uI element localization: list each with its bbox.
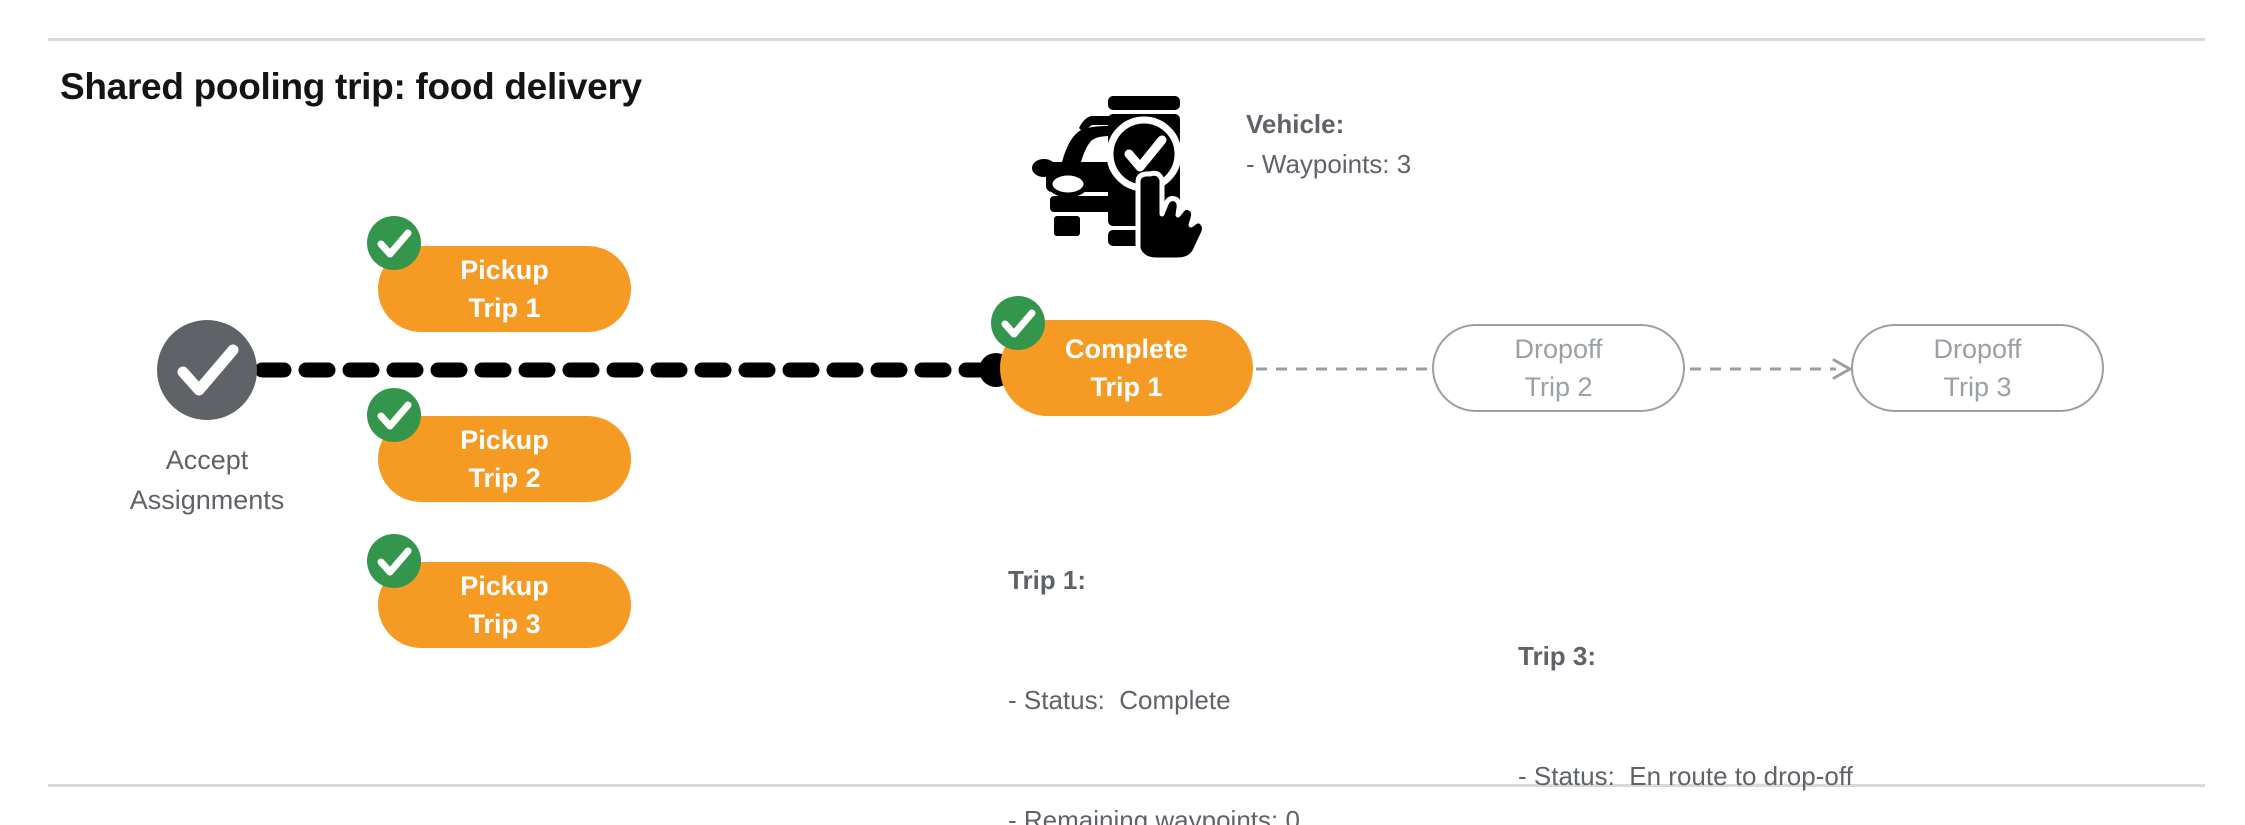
accept-assignments-node[interactable] [157,320,257,420]
trip-3-label: Trip 3: [1518,641,1597,671]
dropoff-trip-2-line1: Dropoff [1514,334,1603,364]
page-title: Shared pooling trip: food delivery [60,66,642,107]
trip-1-label: Trip 1: [1008,565,1087,595]
trip-3-status: - Status: En route to drop-off [1518,761,1853,791]
car-phone-check-icon [1032,88,1212,263]
dropoff-trip-3-line1: Dropoff [1933,334,2022,364]
dropoff-trip-2-line2: Trip 2 [1524,372,1593,402]
accept-label-line2: Assignments [129,485,285,515]
vehicle-waypoints: - Waypoints: 3 [1246,149,1412,179]
accept-assignments-label: Accept Assignments [97,440,317,520]
complete-trip-1-line1: Complete [1064,334,1189,364]
top-divider [48,38,2205,41]
node-dropoff-trip-2[interactable]: Dropoff Trip 2 [1432,324,1685,412]
pickup-trip-1-line2: Trip 1 [468,293,541,323]
pickup-trip-3-line1: Pickup [460,571,549,601]
check-circle-icon [177,344,239,396]
check-badge-icon-pickup-2 [367,388,421,442]
check-badge-icon-pickup-3 [367,534,421,588]
trip-details-group-b: Trip 3: - Status: En route to drop-off -… [1518,556,1853,825]
pickup-trip-2-line1: Pickup [460,425,549,455]
vehicle-info: Vehicle: - Waypoints: 3 [1246,104,1411,184]
vehicle-label: Vehicle: [1246,104,1411,144]
trip-details-group-a: Trip 1: - Status: Complete - Remaining w… [1008,480,1343,825]
pickup-trip-2-line2: Trip 2 [468,463,541,493]
vehicle-label-text: Vehicle: [1246,109,1345,139]
pickup-trip-3-line2: Trip 3 [468,609,541,639]
check-badge-icon-complete-1 [991,296,1045,350]
node-pickup-trip-3[interactable]: Pickup Trip 3 [378,562,631,648]
node-pickup-trip-2[interactable]: Pickup Trip 2 [378,416,631,502]
accept-label-line1: Accept [165,445,249,475]
trip-1-status: - Status: Complete [1008,685,1231,715]
check-badge-icon-pickup-1 [367,216,421,270]
trip-1-waypoints: - Remaining waypoints: 0 [1008,805,1300,825]
node-pickup-trip-1[interactable]: Pickup Trip 1 [378,246,631,332]
node-complete-trip-1[interactable]: Complete Trip 1 [1000,320,1253,416]
pickup-trip-1-line1: Pickup [460,255,549,285]
bottom-divider [48,784,2205,787]
arrowhead-icon [1832,358,1852,380]
complete-trip-1-line2: Trip 1 [1090,372,1163,402]
node-dropoff-trip-3[interactable]: Dropoff Trip 3 [1851,324,2104,412]
dropoff-trip-3-line2: Trip 3 [1943,372,2012,402]
